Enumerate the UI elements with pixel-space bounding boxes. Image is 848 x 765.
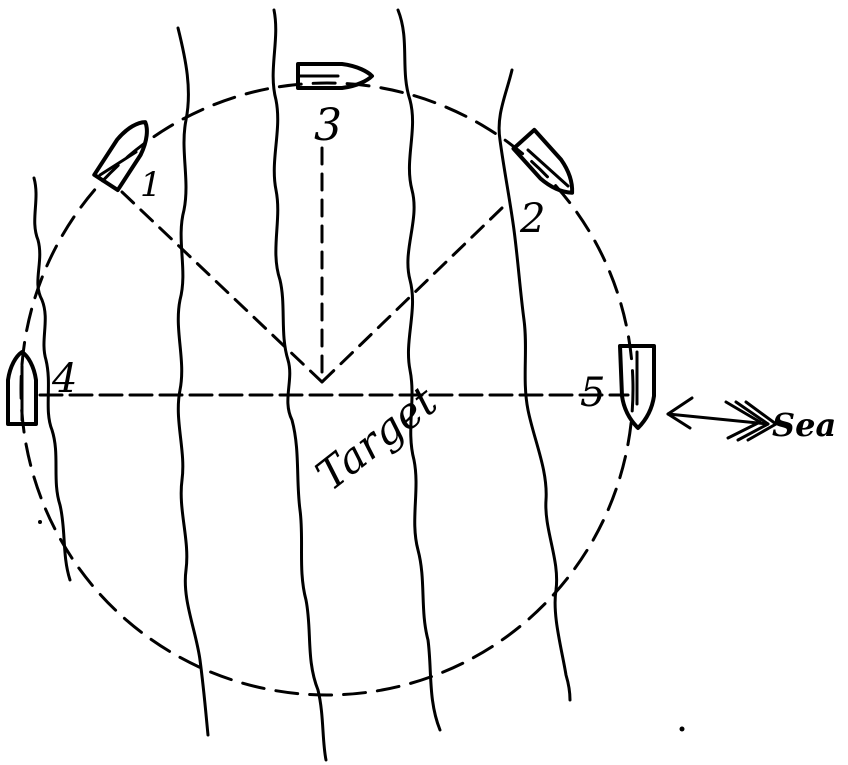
- boat-2: [514, 130, 583, 202]
- current-line-4: [398, 10, 440, 730]
- sight-lines: [40, 148, 628, 395]
- boat-label-4: 4: [51, 356, 77, 402]
- current-line-2: [178, 28, 208, 735]
- boat-label-5: 5: [580, 370, 605, 416]
- boat-label-1: 1: [140, 165, 162, 205]
- boat-label-3: 3: [314, 100, 342, 151]
- boat-label-2: 2: [519, 196, 545, 242]
- ink-speck: [680, 727, 685, 732]
- sea-arrow: [668, 398, 776, 440]
- sight-line-1: [122, 192, 322, 382]
- ink-speck: [38, 520, 42, 524]
- range-circle: [21, 83, 633, 695]
- sea-label: Sea: [772, 406, 836, 444]
- boat-5: [620, 346, 654, 428]
